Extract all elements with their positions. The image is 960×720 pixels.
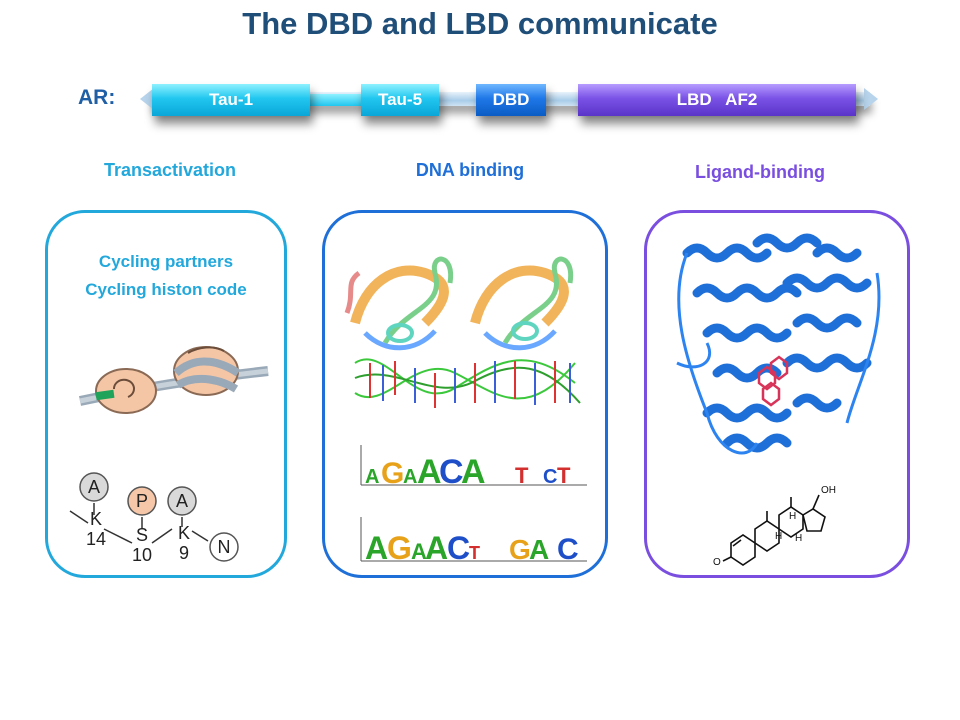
logo-bottom-6: G [509,534,531,565]
cycling-histon-code-text: Cycling histon code [85,280,247,299]
logo-bottom-1: G [387,530,412,566]
logo-bottom-7: A [529,534,549,565]
logo-top-3: A [417,453,442,491]
track-start-arrow [140,88,154,110]
lbd-structure [676,233,881,455]
panel-dna-binding: A G A A C A T C T A G A A C T G A C [322,210,608,578]
testosterone-structure: OH O H H H [713,485,836,568]
track-end-arrow [864,88,878,110]
mark-1-position: 10 [132,545,152,565]
heading-dna-binding: DNA binding [415,160,525,180]
logo-top-2: A [403,466,417,488]
logo-bottom-8: C [557,533,579,566]
logo-bottom-3: A [425,530,448,566]
label-h3: H [795,533,802,544]
mark-1-residue: S [136,525,148,545]
tau-linker [308,94,364,106]
logo-top-4: C [439,453,464,491]
logo-bottom-2: A [411,539,427,564]
page-title: The DBD and LBD communicate [242,6,718,41]
segment-dbd: DBD [476,84,546,116]
mark-2-position: 9 [179,543,189,563]
logo-top-0: A [365,466,379,488]
dbd-dna-structure [344,256,581,408]
logo-top-5: A [461,453,486,491]
mark-1-mod: P [136,491,148,511]
ar-label: AR: [78,86,116,109]
logo-top-8: T [557,463,571,488]
logo-bottom-4: C [447,530,470,566]
logo-top-7: C [543,466,557,488]
segment-lbd: LBD AF2 [578,84,856,116]
heading-ligand-binding: Ligand-binding [695,162,825,182]
mark-0-residue: K [90,509,102,529]
label-oh: OH [821,485,836,496]
logo-bottom-0: A [365,530,388,566]
cycling-partners-text: Cycling partners [98,252,234,271]
logo-top-1: G [381,457,404,490]
mark-3-residue: N [218,537,231,557]
mark-0-position: 14 [86,529,106,549]
heading-transactivation: Transactivation [103,160,237,180]
histone-code-diagram: A K 14 P S 10 A K 9 N [69,472,239,565]
label-o: O [713,557,721,568]
mark-2-residue: K [178,523,190,543]
mark-2-mod: A [176,491,188,511]
segment-tau-1: Tau-1 [152,84,310,116]
panel-ligand-binding: OH O H H H [644,210,910,578]
segment-tau-5: Tau-5 [361,84,439,116]
logo-top-6: T [515,463,529,488]
mark-0-mod: A [88,477,100,497]
logo-bottom-5: T [469,543,480,563]
label-h1: H [789,511,796,522]
panel-transactivation: Cycling partners Cycling histon code A K… [45,210,287,578]
nucleosome-illustration [78,346,269,414]
sequence-logos: A G A A C A T C T A G A A C T G A C [360,445,587,566]
label-h2: H [775,531,782,542]
